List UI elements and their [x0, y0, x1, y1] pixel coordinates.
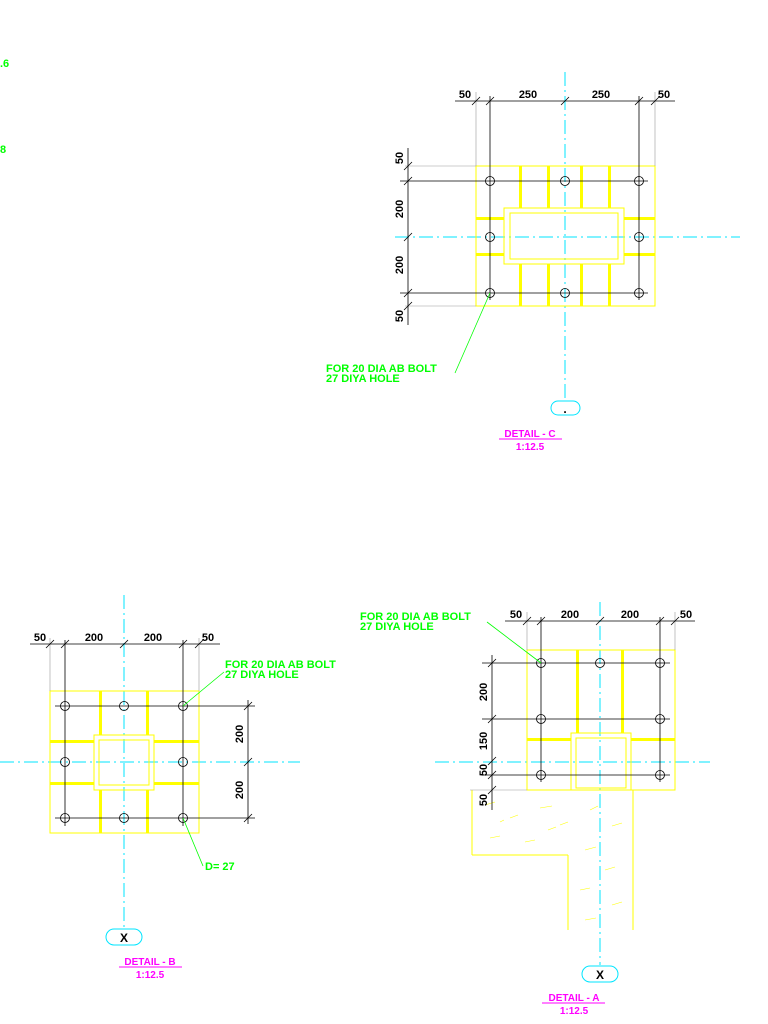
bolt-hole-icon [536, 714, 546, 724]
detail-a-top-dimension: 50 200 200 50 [505, 609, 695, 626]
detail-a-note-line2: 27 DIYA HOLE [360, 621, 434, 633]
margin-label-mid: 8 [0, 144, 6, 156]
detail-b-scale: 1:12.5 [136, 970, 165, 981]
detail-b-bubble-label: X [120, 931, 128, 945]
detail-a-scale: 1:12.5 [560, 1006, 589, 1017]
detail-a-note-line1: FOR 20 DIA AB BOLT [360, 611, 471, 623]
bolt-hole-icon [60, 757, 70, 767]
detail-a-side-dimension: 200 150 50 50 [478, 655, 497, 810]
dim-label: 200 [394, 256, 406, 274]
bolt-hole-icon [485, 288, 495, 298]
bolt-hole-icon [595, 658, 605, 668]
dim-label: 50 [478, 794, 490, 806]
bolt-hole-icon [655, 770, 665, 780]
dim-label: 50 [34, 632, 46, 644]
detail-b-note-line1: FOR 20 DIA AB BOLT [225, 659, 336, 671]
bolt-hole-icon [119, 701, 129, 711]
detail-a-base-plate [526, 649, 676, 791]
bolt-hole-icon [655, 658, 665, 668]
dim-label: 50 [202, 632, 214, 644]
bolt-hole-icon [634, 176, 644, 186]
bolt-hole-icon [560, 288, 570, 298]
detail-b-note-line2: 27 DIYA HOLE [225, 669, 299, 681]
detail-a-concrete-pedestal [471, 790, 634, 930]
dim-label: 200 [234, 725, 246, 743]
dim-label: 250 [519, 89, 537, 101]
detail-a-bolt-holes [536, 658, 665, 780]
bolt-hole-icon [655, 714, 665, 724]
detail-b-grid-bubble [105, 928, 143, 946]
detail-b-hole-note: D= 27 [205, 861, 235, 873]
dim-label: 150 [478, 732, 490, 750]
dim-label: 50 [680, 609, 692, 621]
detail-c-bolt-holes [485, 176, 644, 298]
detail-b-hole-leader [182, 817, 204, 867]
dim-label: 200 [478, 683, 490, 701]
bolt-hole-icon [536, 770, 546, 780]
detail-c-top-dimension: 50 250 250 50 [455, 89, 675, 106]
bolt-hole-icon [634, 288, 644, 298]
bolt-hole-icon [60, 701, 70, 711]
dim-label: 200 [561, 609, 579, 621]
bolt-hole-icon [634, 232, 644, 242]
detail-b-base-plate [49, 690, 200, 834]
bolt-hole-icon [560, 176, 570, 186]
bolt-hole-icon [119, 813, 129, 823]
detail-a-bubble-label: X [596, 968, 604, 982]
dim-label: 250 [592, 89, 610, 101]
detail-b-leader-line [182, 671, 225, 707]
bolt-hole-icon [178, 813, 188, 823]
detail-c-note-line1: FOR 20 DIA AB BOLT [326, 363, 437, 375]
detail-c-leader-line [454, 292, 491, 374]
detail-a-bolt-gridlines [470, 612, 676, 791]
detail-c: 50 250 250 50 50 200 200 50 FOR 20 DIA A… [326, 72, 740, 453]
detail-b-side-dimension: 200 200 [234, 700, 253, 824]
bolt-hole-icon [485, 176, 495, 186]
detail-a-leader-line [486, 621, 542, 664]
detail-a: 50 200 200 50 200 150 50 50 FOR 20 DIA A… [360, 602, 710, 1017]
dim-label: 50 [658, 89, 670, 101]
detail-c-title: DETAIL - C [504, 429, 555, 440]
detail-b-bolt-gridlines [49, 638, 255, 826]
dim-label: 200 [234, 781, 246, 799]
detail-b-title: DETAIL - B [124, 957, 175, 968]
dim-label: 50 [510, 609, 522, 621]
dim-label: 200 [394, 200, 406, 218]
dim-label: 50 [394, 310, 406, 322]
dim-label: 50 [478, 764, 490, 776]
detail-b: 50 200 200 50 200 200 FOR 20 DIA AB BOLT… [0, 595, 336, 981]
detail-b-bolt-holes [60, 701, 188, 823]
bolt-hole-icon [60, 813, 70, 823]
detail-c-side-dimension: 50 200 200 50 [394, 148, 413, 325]
dim-label: 200 [144, 632, 162, 644]
bolt-hole-icon [485, 232, 495, 242]
margin-label-top: .6 [0, 58, 9, 70]
bolt-hole-icon [178, 701, 188, 711]
detail-c-note-line2: 27 DIYA HOLE [326, 373, 400, 385]
detail-c-bolt-gridlines [400, 92, 656, 307]
detail-a-grid-bubble [581, 965, 619, 983]
detail-c-grid-bubble [550, 400, 581, 416]
detail-a-title: DETAIL - A [549, 993, 600, 1004]
dim-label: 200 [85, 632, 103, 644]
detail-c-scale: 1:12.5 [516, 442, 545, 453]
dim-label: 50 [459, 89, 471, 101]
bolt-hole-icon [536, 658, 546, 668]
dim-label: 50 [394, 152, 406, 164]
detail-c-bubble-label: . [563, 402, 566, 416]
detail-b-top-dimension: 50 200 200 50 [30, 632, 220, 649]
dim-label: 200 [621, 609, 639, 621]
bolt-hole-icon [178, 757, 188, 767]
